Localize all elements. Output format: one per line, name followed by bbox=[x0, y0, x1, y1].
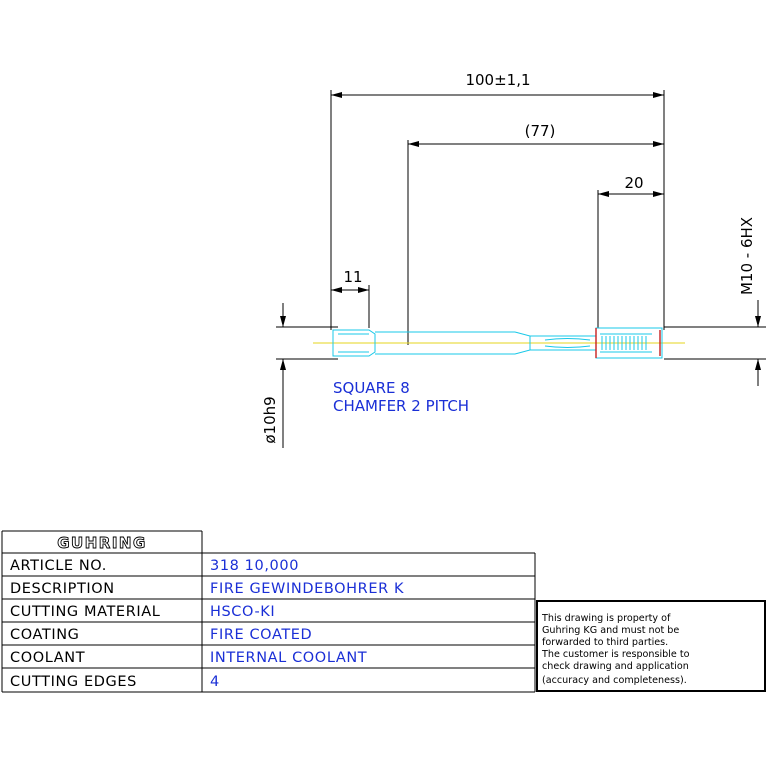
table-value-coolant: INTERNAL COOLANT bbox=[210, 650, 367, 666]
title-block bbox=[1, 530, 536, 693]
thread-flutes bbox=[600, 333, 652, 353]
dimension-thread-label: 20 bbox=[624, 174, 643, 192]
dimension-thread-size bbox=[664, 300, 766, 386]
dimension-total-label: 100±1,1 bbox=[465, 71, 530, 89]
brand-logo: GUHRING bbox=[57, 534, 147, 552]
dimension-shank-diameter bbox=[276, 303, 338, 448]
dimension-thread-length bbox=[597, 190, 664, 328]
table-label-article: ARTICLE NO. bbox=[10, 558, 107, 574]
disclaimer-line: (accuracy and completeness). bbox=[542, 675, 687, 686]
table-values: 318 10,000 FIRE GEWINDEBOHRER K HSCO-KI … bbox=[210, 558, 404, 690]
table-label-cutting-edges: CUTTING EDGES bbox=[10, 674, 137, 690]
table-labels: ARTICLE NO. DESCRIPTION CUTTING MATERIAL… bbox=[10, 558, 160, 690]
tap-tool-outline bbox=[313, 327, 685, 359]
note-chamfer: CHAMFER 2 PITCH bbox=[333, 397, 469, 415]
disclaimer-box bbox=[536, 600, 766, 692]
table-value-description: FIRE GEWINDEBOHRER K bbox=[210, 581, 404, 597]
dimension-shank-diameter-label: ø10h9 bbox=[261, 396, 279, 443]
dimension-reference-length bbox=[407, 140, 664, 345]
table-label-coating: COATING bbox=[10, 627, 80, 643]
note-square: SQUARE 8 bbox=[333, 379, 410, 397]
table-value-cutting-material: HSCO-KI bbox=[210, 604, 275, 620]
table-label-cutting-material: CUTTING MATERIAL bbox=[10, 604, 160, 620]
disclaimer-line: Guhring KG and must not be bbox=[542, 625, 679, 636]
dimension-square-length bbox=[331, 285, 370, 328]
table-label-coolant: COOLANT bbox=[10, 650, 85, 666]
disclaimer-line: check drawing and application bbox=[542, 661, 689, 672]
disclaimer-line: forwarded to third parties. bbox=[542, 637, 668, 648]
dimension-thread-size-label: M10 - 6HX bbox=[738, 217, 756, 295]
table-label-description: DESCRIPTION bbox=[10, 581, 115, 597]
dimension-square-label: 11 bbox=[343, 268, 362, 286]
disclaimer-text: This drawing is property of Guhring KG a… bbox=[541, 613, 690, 686]
disclaimer-line: This drawing is property of bbox=[541, 613, 671, 624]
table-value-cutting-edges: 4 bbox=[210, 674, 220, 690]
table-value-coating: FIRE COATED bbox=[210, 627, 312, 643]
dimension-total-length bbox=[330, 90, 665, 330]
disclaimer-line: The customer is responsible to bbox=[541, 649, 690, 660]
table-value-article: 318 10,000 bbox=[210, 558, 299, 574]
dimension-reference-label: (77) bbox=[525, 122, 556, 140]
